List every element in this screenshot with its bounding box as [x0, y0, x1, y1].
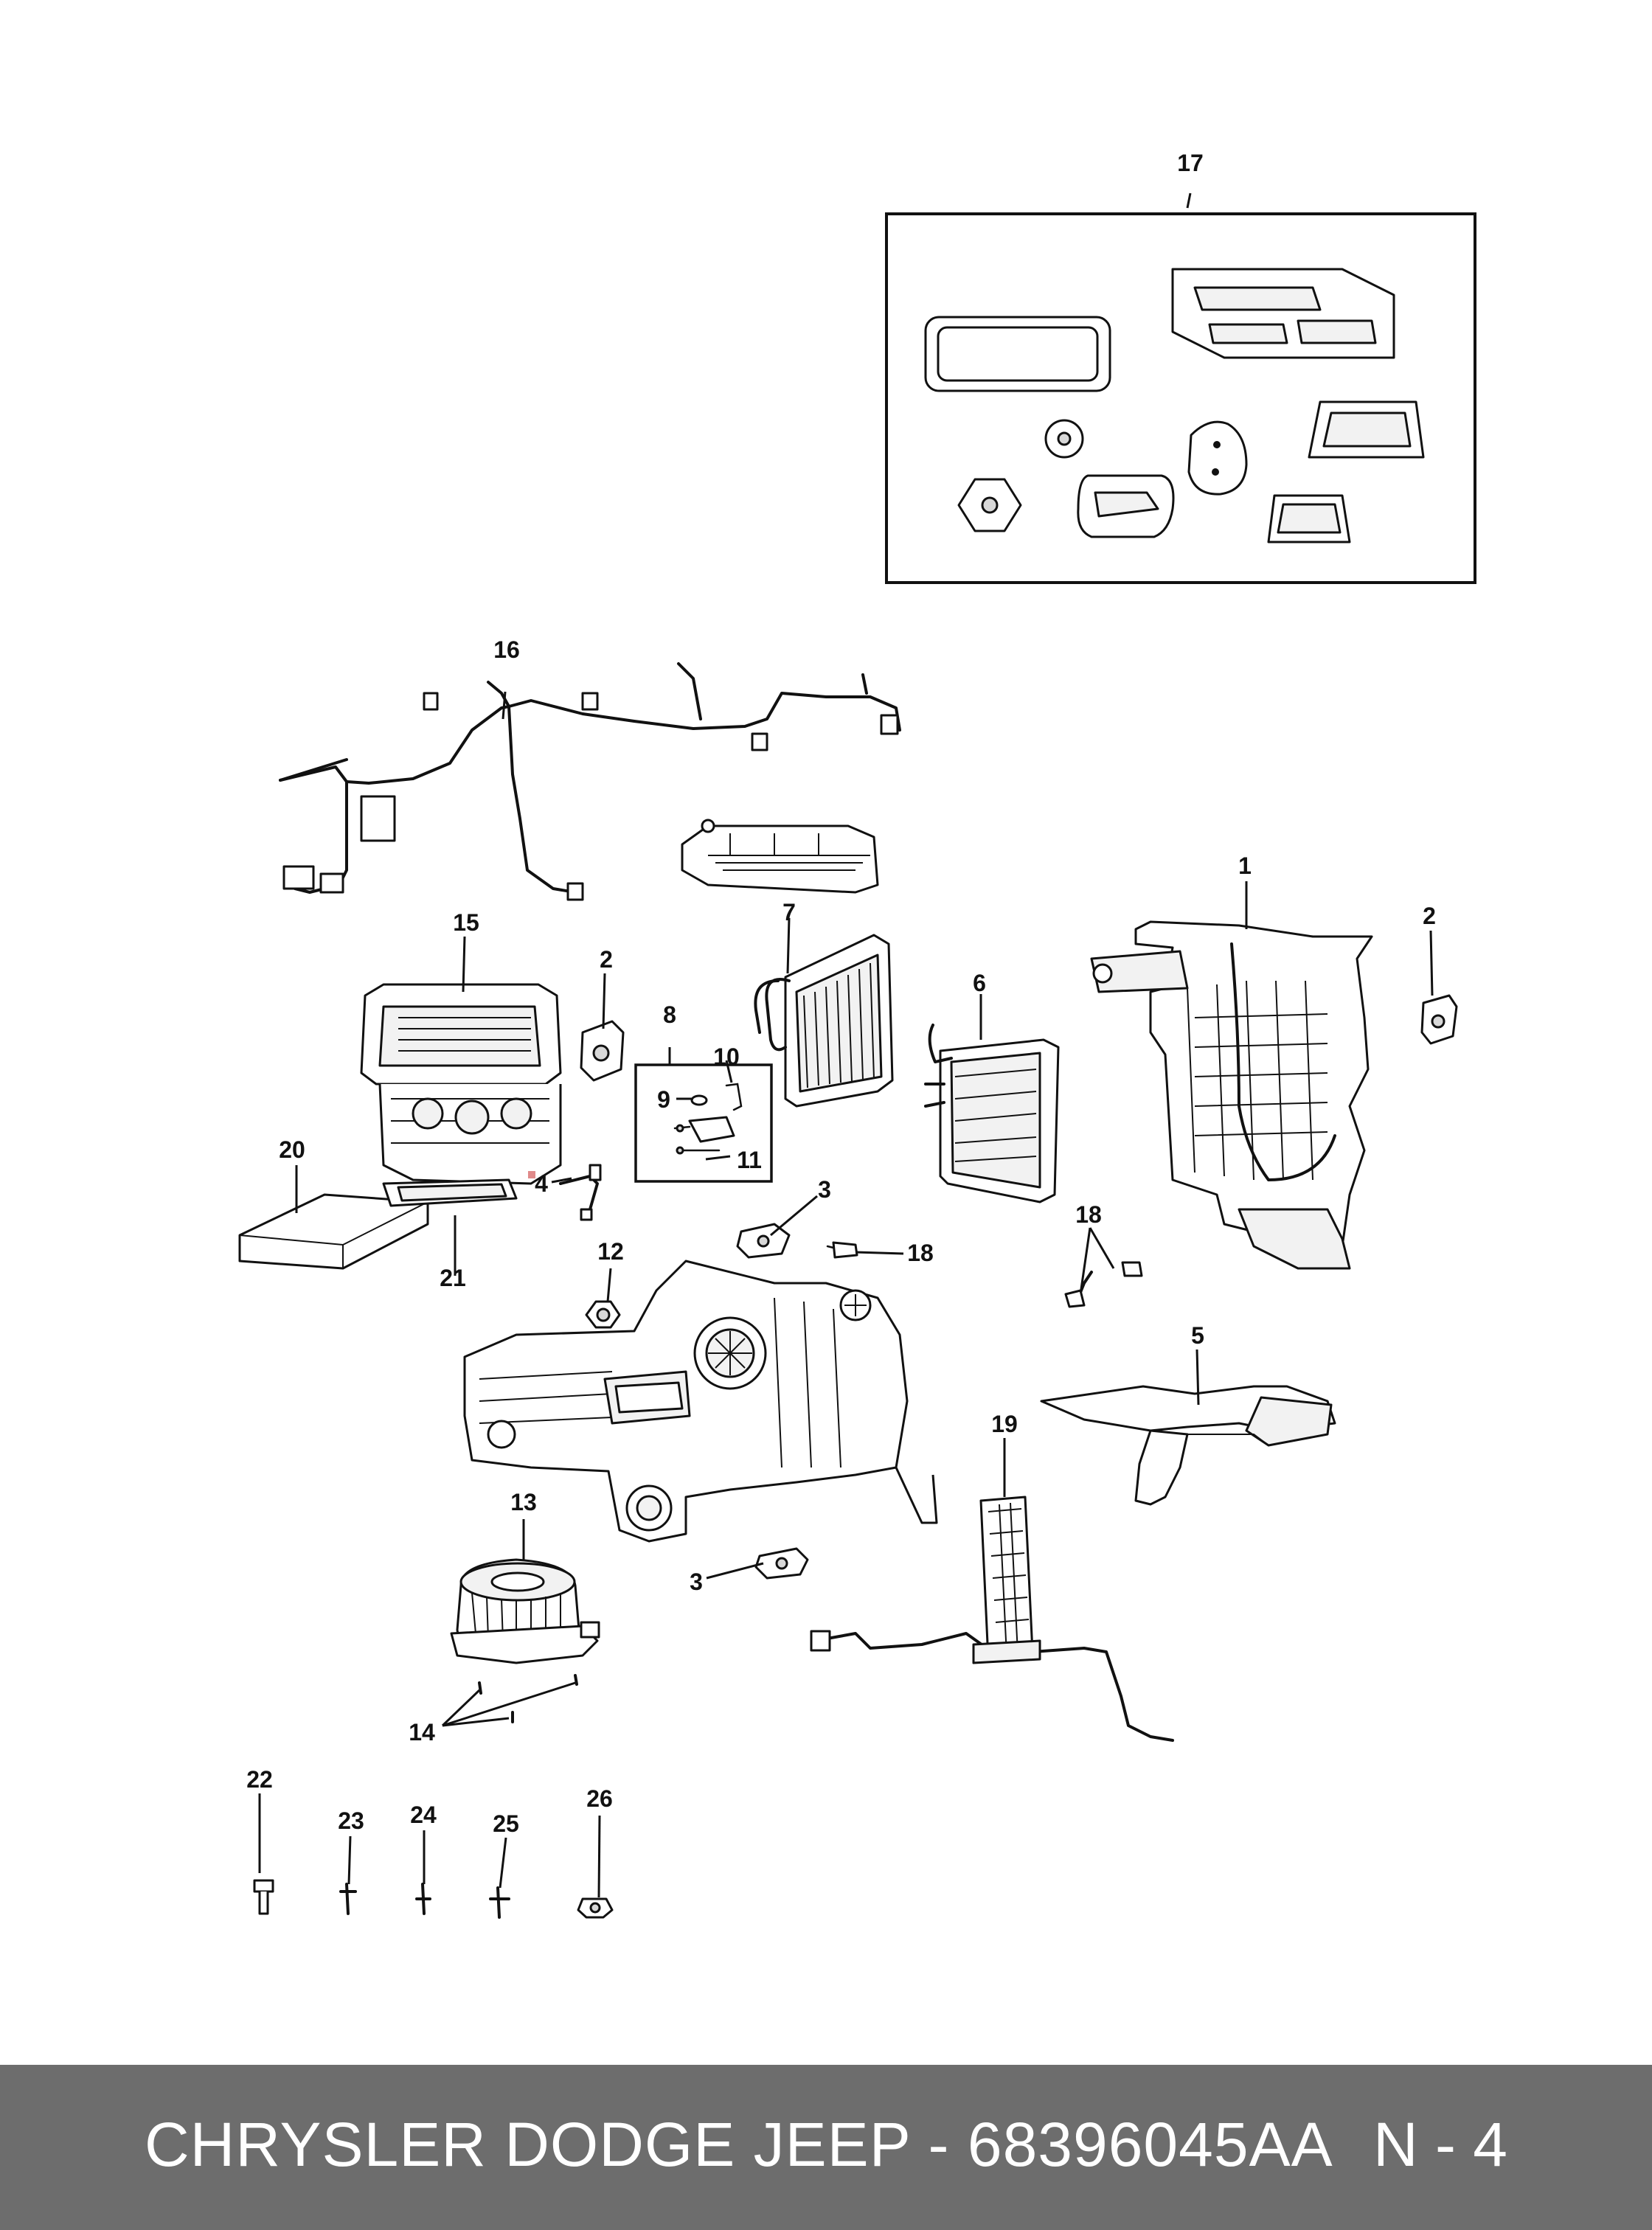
callout-18-right: 18	[1075, 1201, 1102, 1228]
evaporator-core	[924, 1024, 1060, 1203]
filter-door	[382, 1178, 518, 1207]
wiring-harness	[279, 662, 901, 901]
seal-kit-box	[885, 212, 1476, 584]
mode-actuator-right	[1420, 994, 1458, 1045]
hvac-lower-case	[463, 1260, 938, 1543]
seal-gasket-frame	[1171, 268, 1395, 359]
callout-16: 16	[493, 636, 520, 663]
callout-19: 19	[991, 1411, 1018, 1437]
callout-4: 4	[535, 1170, 548, 1197]
callout-13: 13	[510, 1489, 537, 1515]
callout-15: 15	[453, 909, 479, 936]
temperature-sensor	[528, 1164, 602, 1221]
callout-23: 23	[338, 1807, 364, 1834]
blend-actuator-upper	[736, 1223, 791, 1259]
blower-motor	[450, 1558, 600, 1664]
callout-3-upper: 3	[818, 1176, 831, 1203]
callout-12: 12	[597, 1238, 624, 1265]
blower-housing-upper	[360, 983, 562, 1185]
callout-20: 20	[279, 1136, 305, 1163]
callout-11: 11	[737, 1147, 762, 1173]
callout-10: 10	[713, 1043, 740, 1070]
upper-duct-shroud	[681, 819, 879, 894]
pressure-sensor-a	[826, 1241, 858, 1259]
callout-17: 17	[1177, 150, 1204, 176]
hvac-housing	[1090, 920, 1373, 1270]
footer-part-title: CHRYSLER DODGE JEEP - 68396045AA	[145, 2110, 1333, 2179]
footer-bar: CHRYSLER DODGE JEEP - 68396045AA N - 4	[0, 2065, 1652, 2230]
callout-labels: 17 16 1 2 15 2 7 6 8 10 9 11 4 3 18 18 2…	[246, 150, 1436, 1837]
bracket-kit-group	[634, 1063, 773, 1183]
callout-9: 9	[657, 1086, 670, 1113]
cabin-air-filter	[238, 1193, 429, 1270]
harness-connector-b	[282, 865, 315, 890]
callout-2-right: 2	[1423, 903, 1436, 929]
parts-diagram: 17 16 1 2 15 2 7 6 8 10 9 11 4 3 18 18 2…	[238, 150, 1476, 1919]
callout-26: 26	[586, 1785, 613, 1812]
heater-core	[754, 934, 894, 1108]
callout-3-lower: 3	[690, 1569, 703, 1595]
mode-actuator-left	[580, 1020, 625, 1082]
seal-kit-group	[885, 212, 1476, 584]
footer-page-ref: N - 4	[1373, 2110, 1508, 2179]
callout-1: 1	[1238, 852, 1252, 879]
leader-lines	[258, 192, 1434, 1898]
callout-6: 6	[973, 970, 986, 996]
fasteners	[253, 1879, 614, 1919]
callout-14: 14	[409, 1719, 435, 1746]
callout-2-left: 2	[600, 946, 613, 973]
grommet-pad	[1187, 420, 1248, 496]
callout-7: 7	[782, 899, 796, 925]
floor-duct	[1040, 1385, 1336, 1506]
callout-18-left: 18	[907, 1240, 934, 1266]
callout-21: 21	[440, 1265, 466, 1291]
bracket-kit-box	[634, 1063, 773, 1183]
callout-24: 24	[410, 1802, 437, 1828]
pressure-sensor-b	[1064, 1261, 1143, 1308]
callout-5: 5	[1191, 1322, 1204, 1349]
harness-connector-a	[360, 795, 396, 842]
callout-22: 22	[246, 1766, 273, 1793]
callout-25: 25	[493, 1810, 519, 1837]
callout-8: 8	[663, 1001, 676, 1028]
blower-screws	[478, 1674, 578, 1723]
aux-heater-grid	[810, 1496, 1174, 1742]
blend-actuator-lower	[754, 1547, 809, 1580]
